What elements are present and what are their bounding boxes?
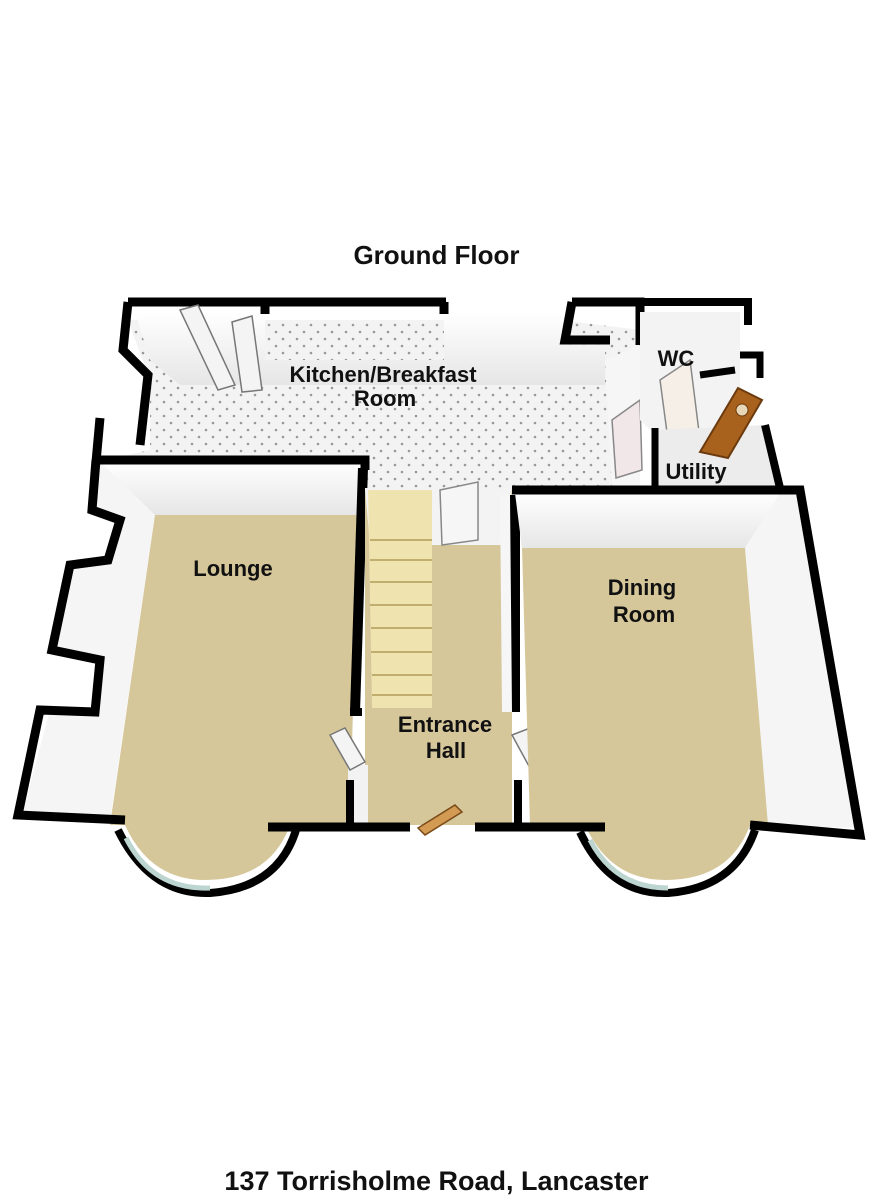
kitchen-label-2: Room <box>354 386 416 411</box>
staircase <box>368 490 432 708</box>
wc-room: WC <box>640 298 764 441</box>
dining-room: Dining Room <box>512 485 866 898</box>
lounge-label: Lounge <box>193 556 272 581</box>
wc-label: WC <box>658 346 695 371</box>
entrance-hall: Entrance Hall <box>328 481 550 836</box>
kitchen-breakfast-room: Kitchen/Breakfast Room <box>91 297 645 488</box>
utility-label-1: Utility <box>665 459 727 484</box>
hall-label-1: Entrance <box>398 712 492 737</box>
dining-label-2: Room <box>613 602 675 627</box>
hall-label-2: Hall <box>426 738 466 763</box>
floor-title: Ground Floor <box>353 240 520 270</box>
dining-label-1: Dining <box>608 575 676 600</box>
kitchen-label-1: Kitchen/Breakfast <box>289 362 477 387</box>
property-address: 137 Torrisholme Road, Lancaster <box>224 1166 649 1196</box>
lounge-room: Lounge <box>12 455 370 898</box>
